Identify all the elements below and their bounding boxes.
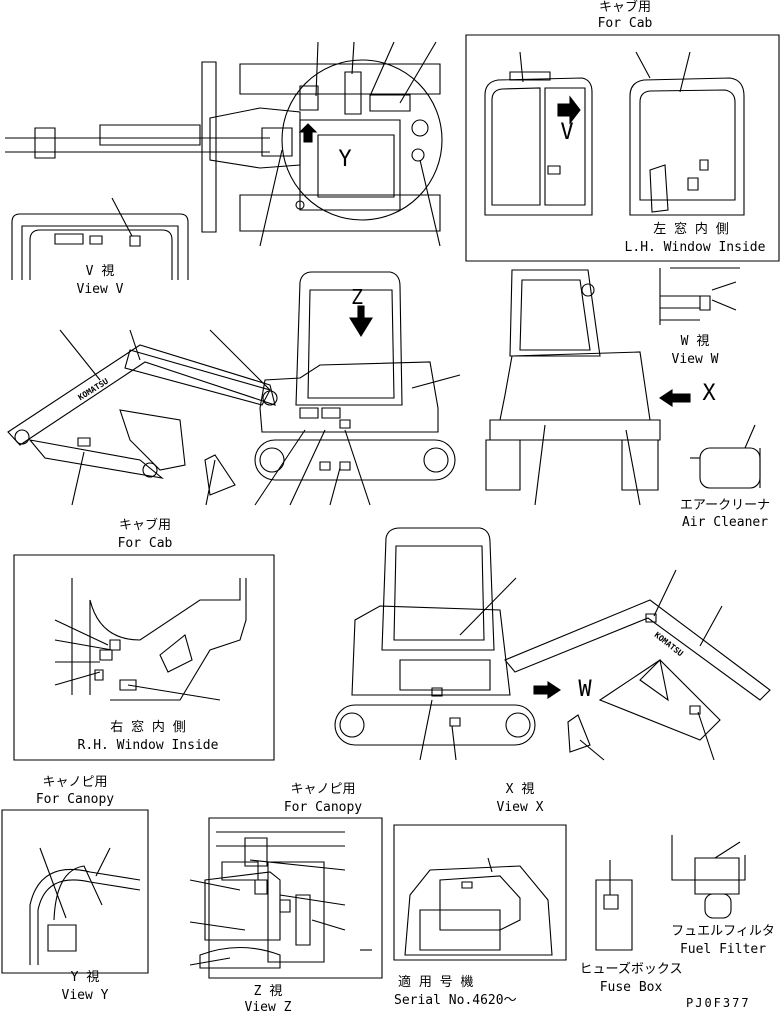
- rh-window-label-en: R.H. Window Inside: [77, 738, 219, 753]
- view-v-detail: [12, 198, 188, 280]
- canopy-view-z: [190, 818, 382, 978]
- view-w-label-en: View W: [671, 352, 719, 367]
- view-letter-x: X: [702, 381, 716, 406]
- rh-window-label-jp: 右 窓 内 側: [110, 720, 186, 735]
- canopy-mid-label-en: For Canopy: [283, 800, 363, 815]
- canopy-left-label-en: For Canopy: [35, 792, 115, 807]
- fuse-box-label-en: Fuse Box: [599, 980, 663, 995]
- view-letter-v: V: [560, 120, 574, 145]
- view-x-box: [394, 825, 566, 960]
- view-w-label-jp: W 視: [680, 334, 710, 349]
- fuel-filter-label-en: Fuel Filter: [679, 942, 767, 957]
- cab-mid-label-jp: キャブ用: [118, 518, 171, 533]
- serial-label-en: Serial No.4620～: [394, 993, 517, 1008]
- side-view-excavator: [8, 272, 460, 505]
- view-v-label-jp: V 視: [85, 264, 115, 279]
- view-letter-w: W: [578, 677, 592, 702]
- view-z-label-jp: Z 視: [253, 984, 283, 999]
- air-cleaner-label-en: Air Cleaner: [681, 515, 769, 530]
- fuse-box-label-jp: ヒューズボックス: [579, 962, 683, 977]
- cab-box-top: [466, 35, 779, 261]
- canopy-left-label-jp: キャノピ用: [42, 775, 108, 790]
- cab-top-label-en: For Cab: [597, 16, 653, 31]
- view-y-label-en: View Y: [61, 988, 109, 1003]
- cab-box-rh: [14, 555, 274, 760]
- air-cleaner-detail: [690, 425, 760, 488]
- view-y-label-jp: Y 視: [70, 970, 100, 985]
- canopy-mid-label-jp: キャノピ用: [290, 782, 356, 797]
- fuel-filter-detail: [672, 835, 745, 918]
- view-x-label-en: View X: [496, 800, 544, 815]
- view-x-label-jp: X 視: [505, 782, 535, 797]
- view-z-label-en: View Z: [244, 1000, 292, 1015]
- drawing-code: PJ0F377: [686, 996, 751, 1010]
- serial-label-jp: 適 用 号 機: [398, 975, 474, 990]
- view-v-label-en: View V: [76, 282, 124, 297]
- fuel-filter-label-jp: フュエルフィルタ: [671, 924, 775, 939]
- cab-mid-label-en: For Cab: [117, 536, 173, 551]
- fuse-box-detail: [596, 860, 632, 950]
- lh-window-label-en: L.H. Window Inside: [624, 240, 766, 255]
- air-cleaner-label-jp: エアークリーナ: [679, 498, 771, 513]
- view-w-detail: [660, 268, 740, 325]
- rear-view-machine: [486, 270, 690, 505]
- side-view-right: [335, 528, 770, 760]
- top-view-machine: [5, 42, 442, 246]
- canopy-view-y: [2, 810, 148, 973]
- view-letter-y-top: Y: [338, 147, 352, 172]
- view-letter-z: Z: [350, 285, 364, 309]
- cab-top-label-jp: キャブ用: [598, 0, 651, 15]
- lh-window-label-jp: 左 窓 内 側: [653, 222, 729, 237]
